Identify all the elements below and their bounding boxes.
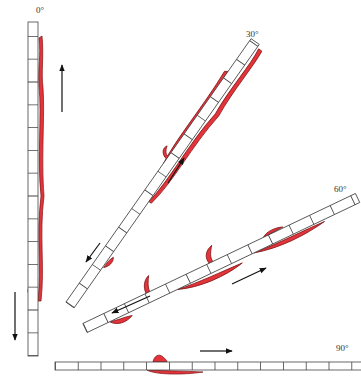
angle-label: 60°	[334, 185, 347, 194]
motion-arrows	[15, 65, 266, 351]
angle-label: 0°	[36, 6, 44, 15]
angle-label: 90°	[336, 344, 349, 353]
angle-label: 30°	[246, 30, 259, 39]
